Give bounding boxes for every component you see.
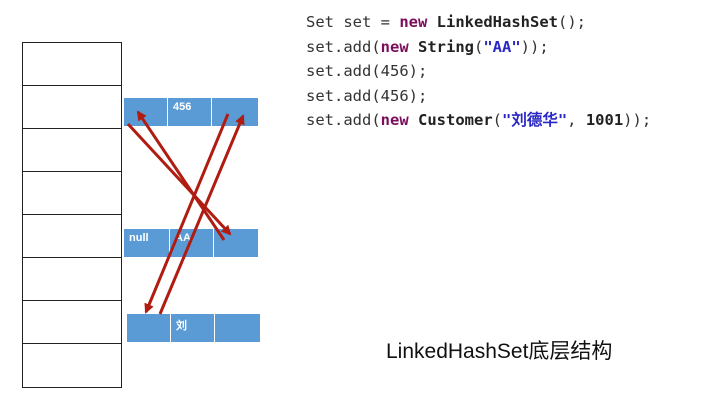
array-cell [23, 86, 121, 129]
code-line-3: set.add(456); [306, 62, 428, 81]
next-arrow-456-to-aa [126, 122, 232, 236]
hash-table-array [22, 42, 122, 388]
code-line-2: set.add(new String("AA")); [306, 37, 549, 56]
array-cell [23, 301, 121, 344]
code-line-5: set.add(new Customer("刘德华", 1001)); [306, 111, 652, 130]
node-prev-pointer: null [124, 229, 170, 257]
node-next-pointer [212, 98, 258, 126]
array-cell [23, 172, 121, 215]
code-block: Set set = new LinkedHashSet(); set.add(n… [306, 10, 651, 133]
prev-arrow-liu-to-aa [158, 114, 245, 315]
code-line-1: Set set = new LinkedHashSet(); [306, 13, 586, 31]
array-cell [23, 215, 121, 258]
prev-arrow-aa-to-456 [136, 110, 226, 241]
node-liu: 刘 [127, 314, 260, 342]
array-cell [23, 258, 121, 301]
node-value: 刘 [171, 314, 215, 342]
diagram-caption: LinkedHashSet底层结构 [386, 340, 613, 363]
array-cell [23, 129, 121, 172]
node-next-pointer [215, 314, 260, 342]
code-line-4: set.add(456); [306, 86, 428, 105]
node-value: 456 [168, 98, 212, 126]
next-arrow-aa-to-liu [144, 113, 230, 314]
node-prev-pointer [127, 314, 171, 342]
array-cell [23, 43, 121, 86]
